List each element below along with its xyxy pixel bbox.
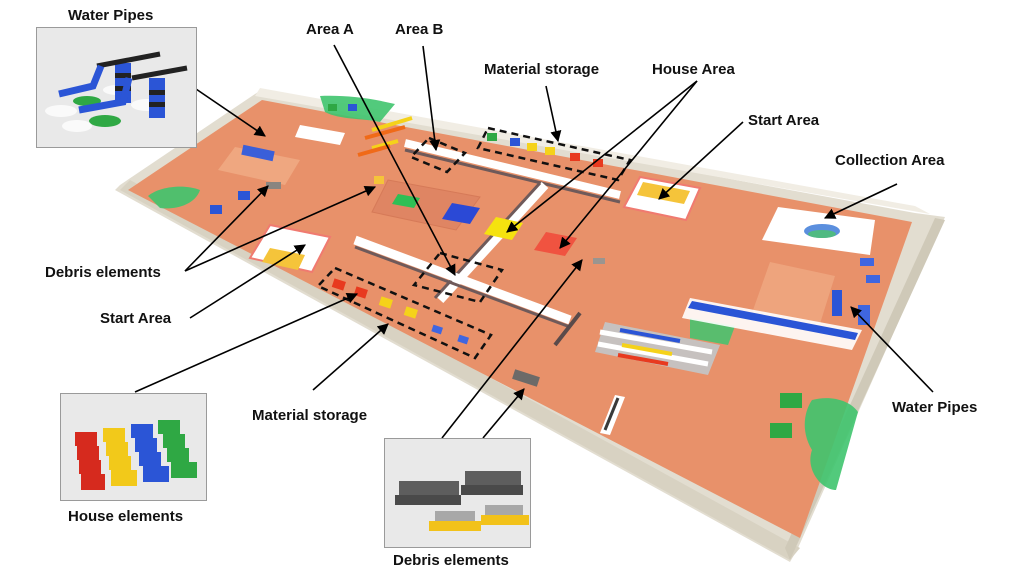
label-house-area: House Area: [652, 61, 735, 78]
debris-elements-inset: [384, 438, 531, 548]
debris-left: [266, 182, 281, 189]
label-start-area-right: Start Area: [748, 112, 820, 129]
material-storage-top-bricks: [487, 133, 603, 167]
top-left-bricks: [210, 104, 413, 214]
callout-arrows: [134, 44, 934, 439]
label-area-a: Area A: [306, 21, 354, 38]
debris-top: [374, 176, 384, 184]
debris-bottom: [512, 369, 540, 387]
label-debris-elements-left: Debris elements: [45, 264, 161, 281]
bridge-structure: [595, 322, 720, 375]
label-house-elements: House elements: [68, 508, 184, 525]
label-collection-area: Collection Area: [835, 152, 945, 169]
collection-area-sign: [762, 207, 875, 255]
debris-mid: [593, 258, 605, 264]
left-top-zone: [218, 125, 345, 185]
water-pipes-illustration: [45, 51, 188, 132]
label-water-pipes-top: Water Pipes: [68, 7, 154, 24]
debris-elements-illustration: [395, 471, 529, 531]
green-zone-left: [148, 186, 200, 209]
material-storage-bottom-bricks: [331, 278, 469, 345]
dashed-regions: [315, 126, 632, 360]
green-zone-top: [320, 95, 395, 122]
area-b-box: [408, 136, 468, 174]
house-elements-illustration: [75, 420, 197, 490]
label-material-storage-top: Material storage: [484, 61, 600, 78]
green-zone-right: [804, 398, 858, 490]
label-area-b: Area B: [395, 21, 444, 38]
material-storage-bottom-box: [315, 266, 493, 360]
road-lines: [353, 139, 621, 347]
right-pipe-zone: [682, 262, 862, 350]
label-start-area-left: Start Area: [100, 310, 172, 327]
green-pad: [392, 194, 420, 208]
label-material-storage-bottom: Material storage: [252, 407, 368, 424]
water-pipes-inset: [36, 27, 197, 148]
house-elements-inset: [60, 393, 207, 501]
area-a-box: [411, 251, 505, 304]
green-house-1: [780, 393, 802, 408]
green-house-2: [770, 423, 792, 438]
label-water-pipes-right: Water Pipes: [892, 399, 978, 416]
blue-pad: [442, 203, 480, 224]
material-storage-top-box: [476, 126, 632, 182]
label-debris-elements-bottom: Debris elements: [393, 552, 509, 569]
